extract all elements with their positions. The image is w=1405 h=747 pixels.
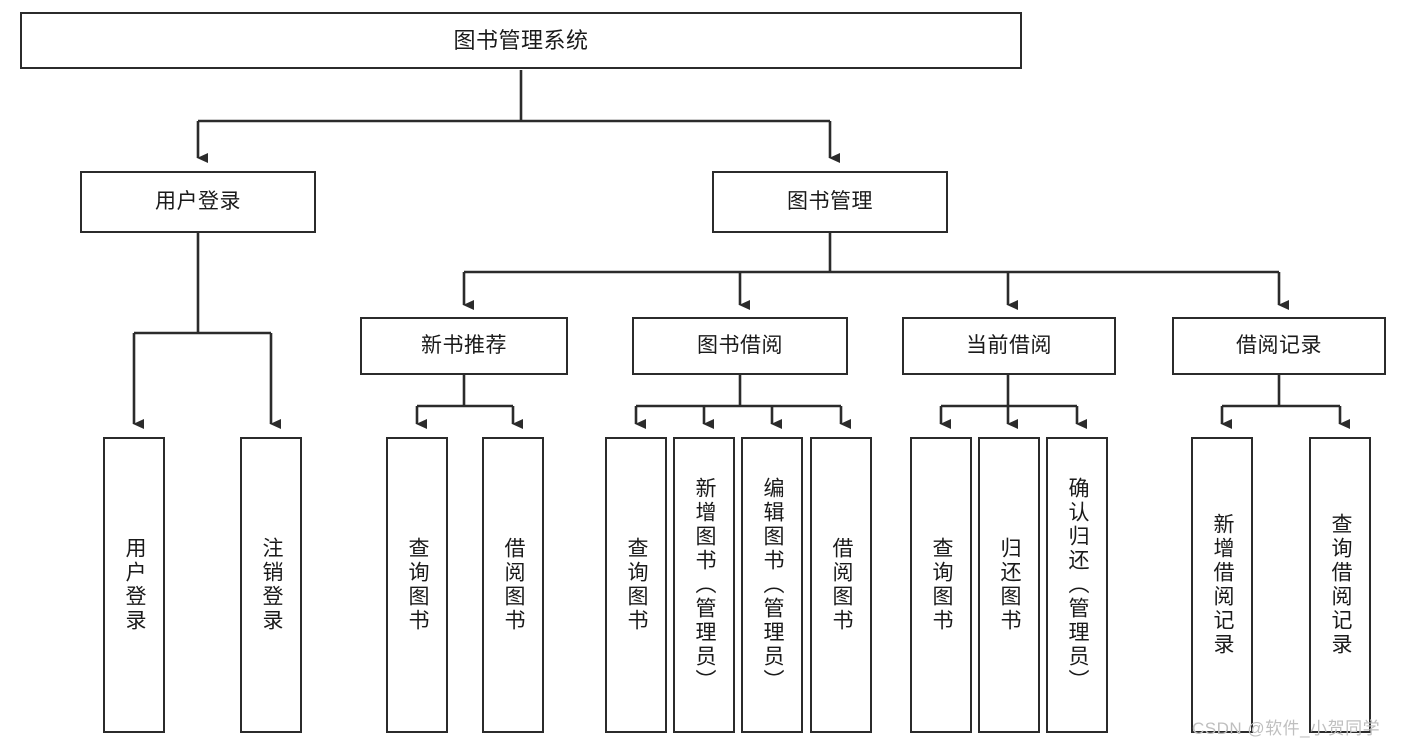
node-leaf12-label: 新增借阅记录 (1211, 513, 1235, 657)
node-leaf4[interactable]: 借阅图书 (482, 437, 544, 733)
node-leaf6[interactable]: 新增图书（管理员） (673, 437, 735, 733)
node-leaf3-label: 查询图书 (406, 537, 430, 633)
node-newbook[interactable]: 新书推荐 (360, 317, 568, 375)
node-records[interactable]: 借阅记录 (1172, 317, 1386, 375)
node-root-label: 图书管理系统 (453, 27, 589, 53)
node-borrow-label: 图书借阅 (697, 333, 783, 357)
node-leaf10[interactable]: 归还图书 (978, 437, 1040, 733)
node-leaf5[interactable]: 查询图书 (605, 437, 667, 733)
node-leaf1-label: 用户登录 (123, 537, 147, 633)
node-leaf12[interactable]: 新增借阅记录 (1191, 437, 1253, 733)
node-leaf13[interactable]: 查询借阅记录 (1309, 437, 1371, 733)
node-bookmgmt[interactable]: 图书管理 (712, 171, 948, 233)
node-leaf5-label: 查询图书 (625, 537, 649, 633)
node-leaf3[interactable]: 查询图书 (386, 437, 448, 733)
node-leaf11-label: 确认归还（管理员） (1066, 477, 1090, 693)
node-bookmgmt-label: 图书管理 (787, 189, 873, 213)
node-borrow[interactable]: 图书借阅 (632, 317, 848, 375)
node-leaf13-label: 查询借阅记录 (1329, 513, 1353, 657)
node-leaf8-label: 借阅图书 (830, 537, 854, 633)
node-current[interactable]: 当前借阅 (902, 317, 1116, 375)
node-leaf2-label: 注销登录 (260, 537, 284, 633)
node-leaf2[interactable]: 注销登录 (240, 437, 302, 733)
node-leaf7-label: 编辑图书（管理员） (761, 477, 785, 693)
node-leaf10-label: 归还图书 (998, 537, 1022, 633)
node-leaf9[interactable]: 查询图书 (910, 437, 972, 733)
node-records-label: 借阅记录 (1236, 333, 1322, 357)
node-leaf7[interactable]: 编辑图书（管理员） (741, 437, 803, 733)
node-leaf9-label: 查询图书 (930, 537, 954, 633)
node-leaf1[interactable]: 用户登录 (103, 437, 165, 733)
node-login-label: 用户登录 (155, 189, 241, 213)
node-current-label: 当前借阅 (966, 333, 1052, 357)
node-newbook-label: 新书推荐 (421, 333, 507, 357)
node-leaf6-label: 新增图书（管理员） (693, 477, 717, 693)
node-leaf8[interactable]: 借阅图书 (810, 437, 872, 733)
node-root[interactable]: 图书管理系统 (20, 12, 1022, 69)
node-leaf11[interactable]: 确认归还（管理员） (1046, 437, 1108, 733)
node-leaf4-label: 借阅图书 (502, 537, 526, 633)
node-login[interactable]: 用户登录 (80, 171, 316, 233)
